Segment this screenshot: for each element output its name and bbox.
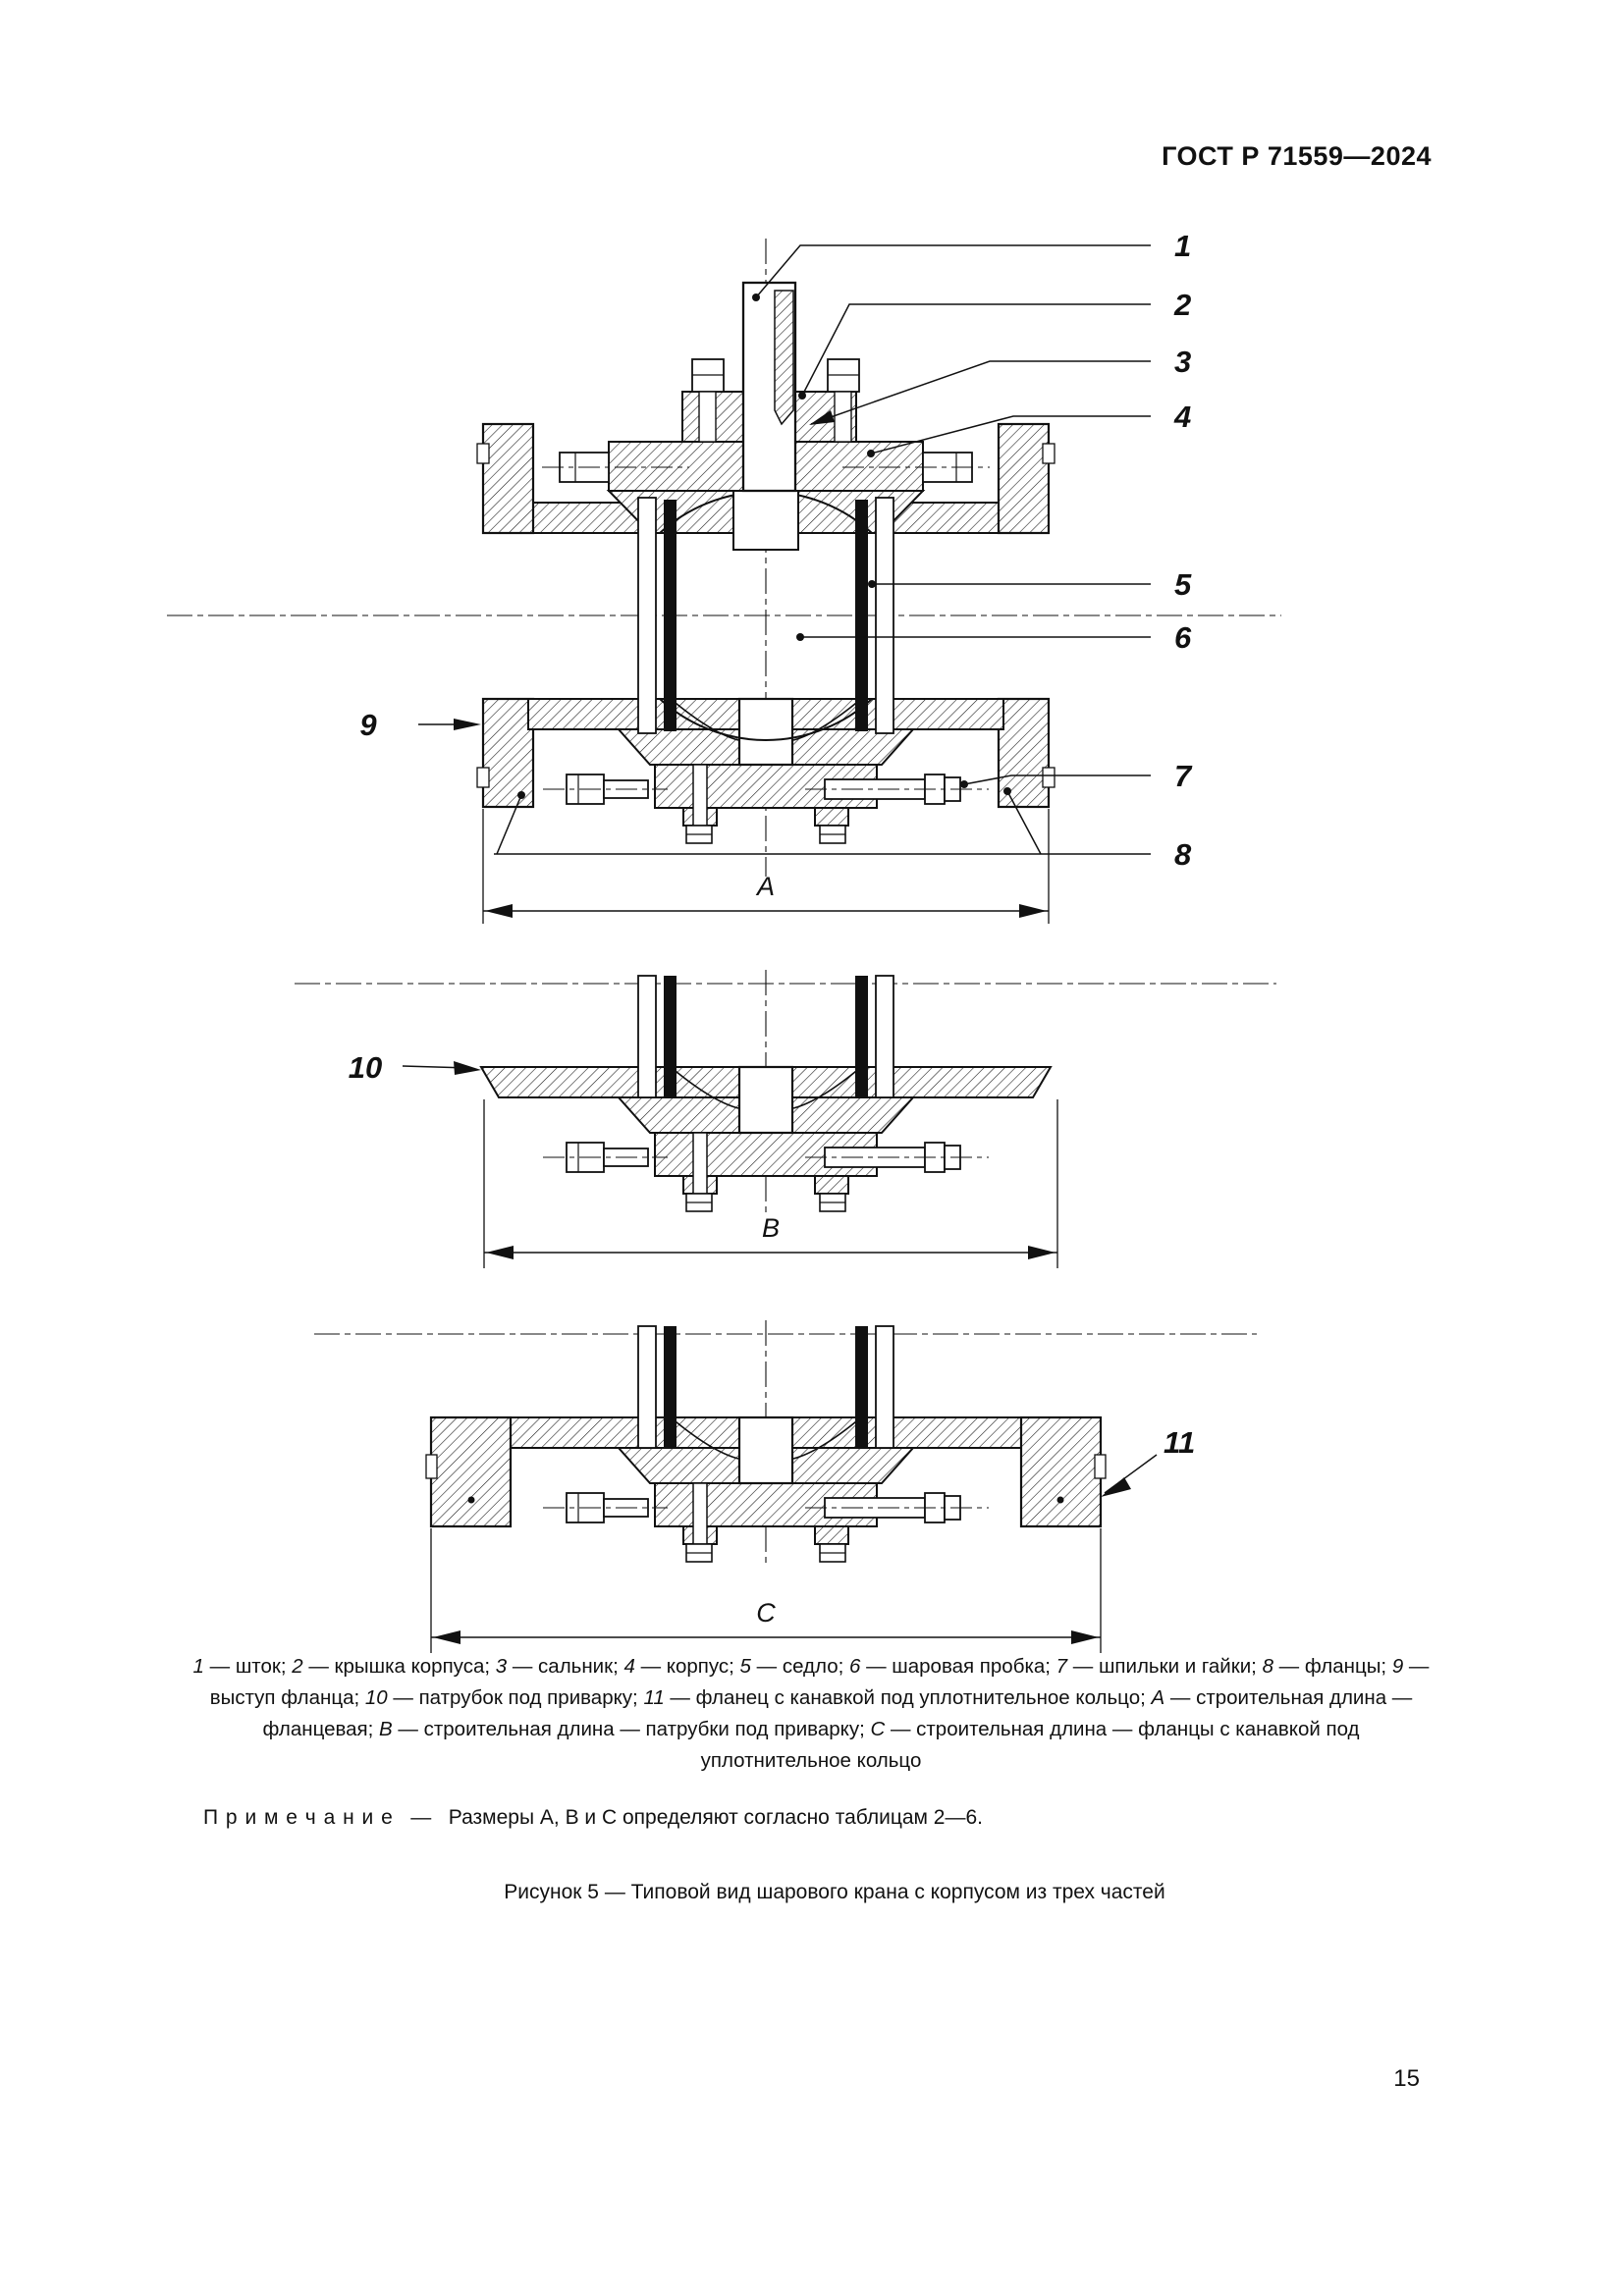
callout-numbers: 1 2 3 4 5 6 7 8 9 10 11 [349,229,1195,1460]
legend-item: 3 — сальник; [495,1655,624,1678]
legend-item: 4 — корпус; [623,1655,740,1678]
dimension-A: A [482,809,1050,924]
callout-8-flanges: 8 [1174,837,1192,872]
legend-item: 6 — шаровая пробка; [849,1655,1056,1678]
callout-4-body: 4 [1173,400,1191,434]
note-label: П р и м е ч а н и е [203,1806,394,1829]
legend-item: С — строительная длина — фланцы с канавк… [700,1717,1360,1772]
legend-item: 7 — шпильки и гайки; [1056,1655,1263,1678]
legend-item: 5 — седло; [739,1655,849,1678]
dim-label-C: C [756,1598,776,1628]
figure-note: П р и м е ч а н и е — Размеры А, В и С о… [203,1806,1480,1830]
standard-number-header: ГОСТ Р 71559—2024 [1162,141,1432,171]
callout-2-body-cover: 2 [1173,288,1191,322]
dim-label-B: B [762,1213,780,1243]
legend-item: 11 — фланец с канавкой под уплотнительно… [643,1685,1152,1709]
legend-item: 1 — шток; [192,1655,293,1678]
callout-10-weld-stub: 10 [349,1050,382,1085]
callout-markers [454,294,1131,1497]
dimension-C: C [430,1528,1102,1653]
callout-6-ball-plug: 6 [1174,620,1192,655]
callout-11-grooved-flange: 11 [1164,1425,1195,1460]
figure-caption: Рисунок 5 — Типовой вид шарового крана с… [504,1881,1165,1903]
legend-item: 10 — патрубок под приварку; [364,1685,644,1709]
callout-leaders [402,244,1158,1494]
legend-item: 9 — выступ фланца; [209,1655,1430,1709]
dim-label-A: A [755,872,775,901]
callout-5-seat: 5 [1174,567,1192,602]
legend-item: 8 — фланцы; [1262,1655,1392,1678]
view-grooved-flange: C [314,1320,1257,1653]
legend-item: В — строительная длина — патрубки под пр… [379,1717,871,1740]
legend-item: А — строительная длина — фланцевая; [262,1685,1413,1740]
legend-item: 2 — крышка корпуса; [292,1655,496,1678]
callout-3-gland: 3 [1174,345,1191,379]
note-text: Размеры А, В и С определяют согласно таб… [448,1806,983,1829]
note-dash: — [410,1806,432,1829]
view-flanged-valve: A [167,239,1281,924]
page-number: 15 [1393,2065,1420,2092]
callout-9-flange-boss: 9 [359,708,377,742]
dimension-B: B [483,1099,1058,1268]
ball-valve-figure: A B [167,229,1281,1653]
view-weld-end: B [295,970,1276,1268]
callout-7-studs-nuts: 7 [1174,759,1193,793]
callout-1-stem: 1 [1174,229,1191,263]
figure-legend: 1 — шток; 2 — крышка корпуса; 3 — сальни… [189,1651,1434,1777]
